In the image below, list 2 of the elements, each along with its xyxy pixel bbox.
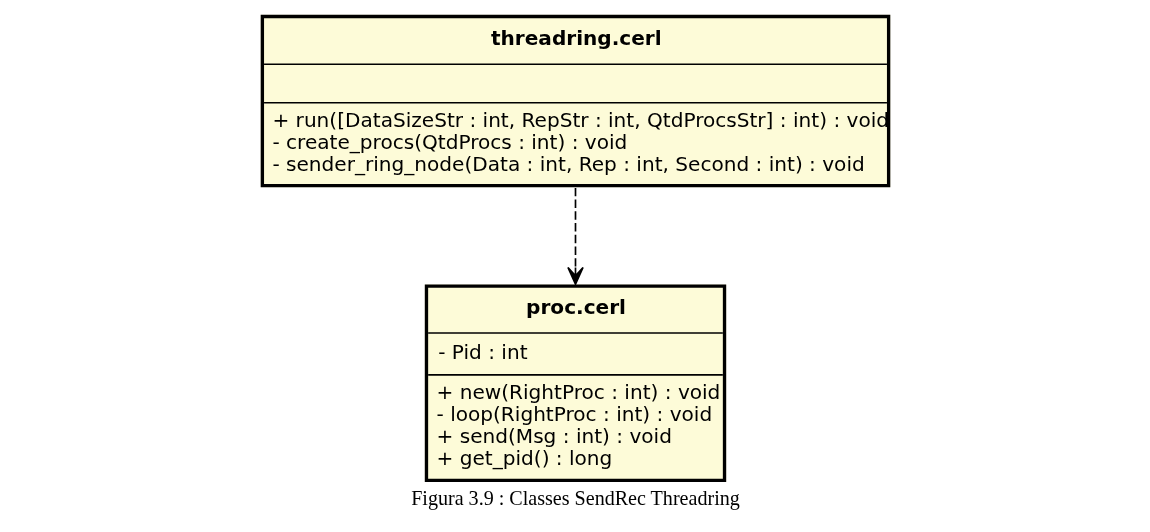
- arrow: [566, 187, 584, 286]
- caption: Figura 3.9 : Classes SendRec Threadring: [410, 486, 740, 509]
